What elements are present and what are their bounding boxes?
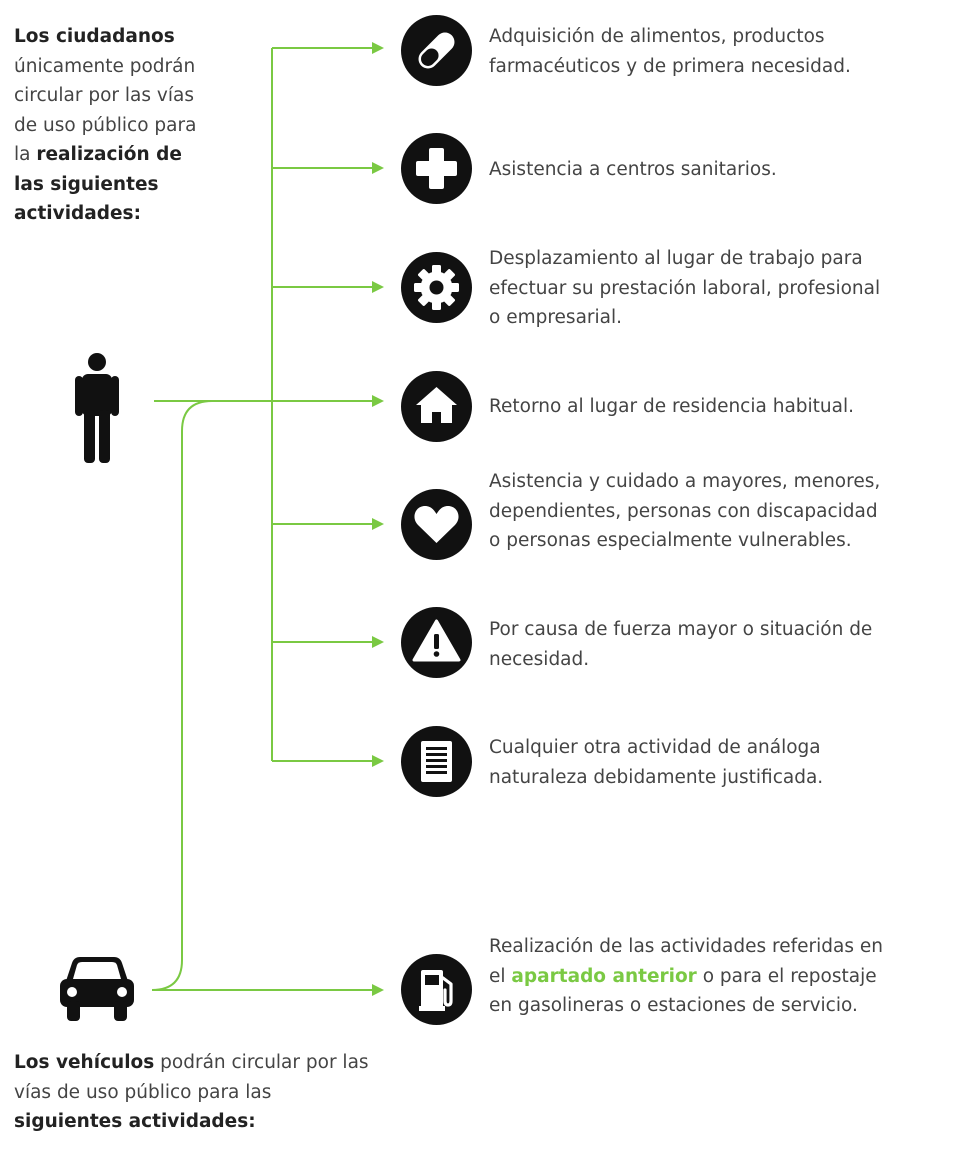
vehicles-intro-bold-lead: Los vehículos — [14, 1052, 155, 1073]
citizens-intro-bold-tail: realización de las siguientes actividade… — [14, 144, 182, 224]
vehicles-intro-body: podrán circular por las vías de uso públ… — [14, 1052, 369, 1103]
arrowhead-7 — [372, 755, 384, 767]
citizens-intro-body: únicamente podrán circular por las vías … — [14, 55, 197, 166]
vehicle-link-line — [151, 400, 213, 991]
vehicles-intro-bold-tail: siguientes actividades: — [14, 1111, 256, 1132]
activity-text-3: Desplazamiento al lugar de trabajo para … — [489, 248, 881, 328]
arrowhead-4 — [372, 395, 384, 407]
vehicle-activity-text: Realización de las actividades referidas… — [489, 932, 889, 1021]
fuel-pump-icon — [401, 954, 472, 1025]
arrowhead-1 — [372, 42, 384, 54]
activity-text-7: Cualquier otra actividad de análoga natu… — [489, 737, 824, 788]
vehicles-intro-text: Los vehículos podrán circular por las ví… — [14, 1048, 374, 1137]
medical-cross-icon — [401, 133, 472, 204]
citizens-intro-text: Los ciudadanos únicamente podrán circula… — [14, 22, 214, 229]
document-icon — [401, 726, 472, 797]
citizens-intro-bold-lead: Los ciudadanos — [14, 26, 175, 47]
warning-icon — [401, 607, 472, 678]
person-icon — [75, 353, 119, 463]
arrowhead-vehicle — [372, 984, 384, 996]
activity-text-2: Asistencia a centros sanitarios. — [489, 159, 777, 180]
arrowhead-2 — [372, 162, 384, 174]
gear-icon — [401, 252, 472, 323]
activity-text-4: Retorno al lugar de residencia habitual. — [489, 396, 854, 417]
house-icon — [401, 371, 472, 442]
arrowhead-3 — [372, 281, 384, 293]
arrowhead-6 — [372, 636, 384, 648]
vehicle-activity-pre: Realización de las actividades referidas… — [489, 936, 883, 987]
activity-text-6: Por causa de fuerza mayor o situación de… — [489, 619, 873, 670]
vehicle-activity-highlight: apartado anterior — [511, 965, 697, 987]
vehicle-activity-post: o para el repostaje en gasolineras o est… — [489, 965, 877, 1017]
pill-icon — [401, 15, 472, 86]
heart-icon — [401, 489, 472, 560]
car-icon — [60, 957, 134, 1021]
activity-text-1: Adquisición de alimentos, productos farm… — [489, 26, 851, 77]
arrowhead-5 — [372, 518, 384, 530]
activity-text-5: Asistencia y cuidado a mayores, menores,… — [489, 471, 881, 551]
